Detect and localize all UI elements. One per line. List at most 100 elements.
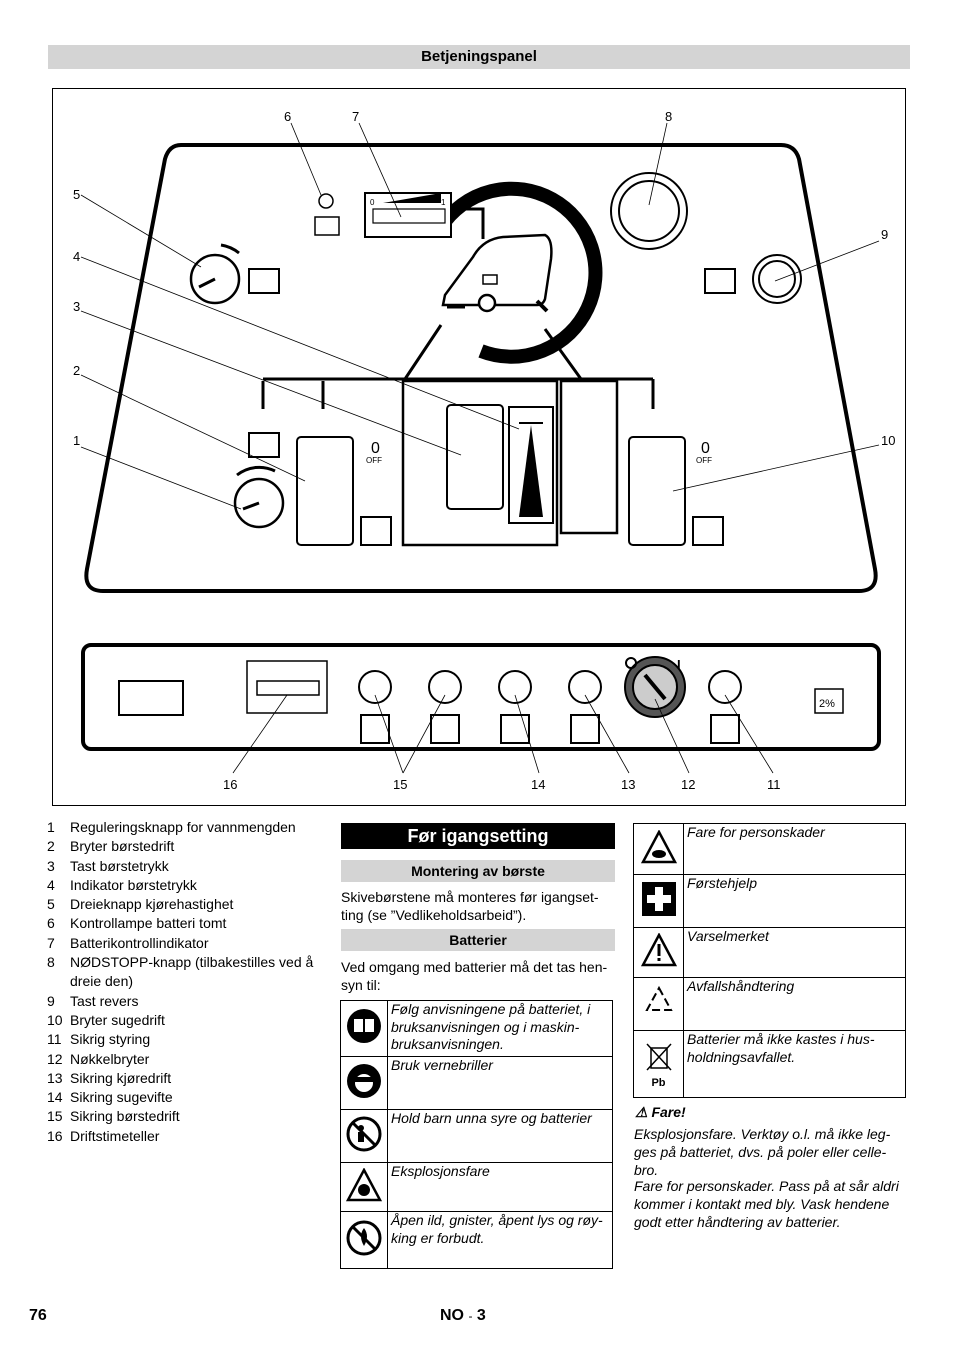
callout-12: 12	[681, 777, 695, 792]
svg-text:2%: 2%	[819, 698, 835, 710]
legend-item: 16 Driftstimeteller	[47, 1127, 337, 1146]
legend-number: 10	[47, 1011, 63, 1028]
legend-text: Bryter sugedrift	[70, 1011, 165, 1028]
legend-item: 14 Sikring sugevifte	[47, 1088, 337, 1107]
machine-icon	[441, 233, 553, 313]
legend-number: 7	[47, 934, 55, 951]
svg-text:1: 1	[441, 198, 446, 207]
legend-number: 16	[47, 1127, 63, 1144]
legend-item: 6 Kontrollampe batteri tomt	[47, 914, 337, 933]
batteries-text: Ved omgang med batterier må det tas hen-…	[341, 959, 608, 993]
subheading-batteries: Batterier	[341, 929, 615, 951]
legend-item: 1 Reguleringsknapp for vannmengden	[47, 818, 337, 837]
legend-number: 3	[47, 857, 55, 874]
svg-text:0: 0	[701, 440, 710, 457]
legend-item: 5 Dreieknapp kjørehastighet	[47, 895, 337, 914]
callout-2: 2	[73, 363, 80, 378]
legend-item: 13 Sikring kjøredrift	[47, 1069, 337, 1088]
legend-text: Nøkkelbryter	[70, 1050, 150, 1067]
legend-number: 15	[47, 1108, 63, 1125]
keep-children-away-icon	[346, 1116, 382, 1151]
legend-text: Tast børstetrykk	[70, 857, 169, 874]
no-fire-icon	[346, 1220, 382, 1255]
control-panel-diagram: 0 1 0 OFF	[73, 109, 895, 792]
legend-text: Dreieknapp kjørehastighet	[70, 896, 234, 913]
brush-text: Skivebørstene må monteres før igangset-t…	[341, 889, 599, 923]
legend-text: Tast revers	[70, 992, 139, 1009]
legend-item: 10 Bryter sugedrift	[47, 1011, 337, 1030]
section-header: Betjeningspanel	[48, 45, 910, 69]
svg-text:0: 0	[371, 440, 380, 457]
manual-icon	[347, 1009, 381, 1043]
control-panel-figure: 0 1 0 OFF	[52, 88, 906, 806]
goggles-icon	[347, 1063, 381, 1098]
callout-1: 1	[73, 433, 80, 448]
callout-3: 3	[73, 299, 80, 314]
callout-14: 14	[531, 777, 545, 792]
section-title: Før igangsetting	[341, 823, 615, 849]
legend-number: 8	[47, 954, 55, 971]
callout-6: 6	[284, 109, 291, 124]
svg-text:OFF: OFF	[366, 456, 382, 465]
explosion-icon	[345, 1166, 383, 1201]
callout-11: 11	[767, 777, 781, 792]
legend-item: 15 Sikring børstedrift	[47, 1107, 337, 1126]
legend-item: 2 Bryter børstedrift	[47, 837, 337, 856]
svg-text:0: 0	[370, 198, 375, 207]
danger-text-2: Fare for personskader. Pass på at sår al…	[634, 1178, 899, 1230]
first-aid-icon	[641, 881, 676, 916]
legend-text: Sikring børstedrift	[70, 1108, 180, 1125]
callout-10: 10	[881, 433, 895, 448]
legend-text: Bryter børstedrift	[70, 838, 175, 855]
danger-text-1: Eksplosjonsfare. Verktøy o.l. må ikke le…	[634, 1126, 891, 1178]
no-bin-icon	[645, 1042, 672, 1071]
legend-text: Sikrig styring	[70, 1031, 151, 1048]
legend-number: 14	[47, 1089, 63, 1106]
warning-triangle-icon: ⚠	[635, 1104, 648, 1120]
callout-13: 13	[621, 777, 635, 792]
section-header-title: Betjeningspanel	[421, 48, 537, 65]
legend-number: 11	[47, 1031, 62, 1048]
legend-text: Sikring kjøredrift	[70, 1069, 172, 1086]
legend-number: 4	[47, 876, 55, 893]
legend-number: 6	[47, 915, 55, 932]
callout-15: 15	[393, 777, 407, 792]
recycle-icon	[644, 985, 673, 1011]
callout-9: 9	[881, 227, 888, 242]
svg-text:OFF: OFF	[696, 456, 712, 465]
legend-text: Batterikontrollindikator	[70, 934, 209, 951]
legend-number: 9	[47, 992, 55, 1009]
callout-8: 8	[665, 109, 672, 124]
legend-text: Indikator børstetrykk	[70, 876, 197, 893]
legend-number: 5	[47, 896, 55, 913]
legend-item: 11 Sikrig styring	[47, 1030, 337, 1049]
callout-5: 5	[73, 187, 80, 202]
hazard-symbol-table: Fare for personskader Førstehjelp Varsel…	[633, 823, 906, 1098]
legend-text: Sikring sugevifte	[70, 1089, 173, 1106]
legend-item: 12 Nøkkelbryter	[47, 1050, 337, 1069]
legend-text: NØDSTOPP-knapp (tilbakestilles ved å dre…	[70, 954, 314, 990]
pb-label: Pb	[651, 1076, 666, 1089]
warning-icon	[640, 932, 677, 967]
callout-16: 16	[223, 777, 237, 792]
legend-item: 4 Indikator børstetrykk	[47, 876, 337, 895]
legend-number: 2	[47, 838, 55, 855]
svg-text:I: I	[677, 657, 681, 672]
legend-number: 13	[47, 1069, 63, 1086]
legend-text: Kontrollampe batteri tomt	[70, 915, 227, 932]
legend-number: 12	[47, 1050, 63, 1067]
battery-symbol-table: Følg anvisningene på batteriet, i bruksa…	[340, 1000, 613, 1269]
callout-7: 7	[352, 109, 359, 124]
legend-item: 3 Tast børstetrykk	[47, 857, 337, 876]
subheading-brush: Montering av børste	[341, 860, 615, 882]
callout-numbers: 1 2 3 4 5 6 7 8 9 10 11 12 13 14 15 16	[73, 109, 895, 792]
language-code: NO - 3	[440, 1307, 486, 1324]
corrosive-hazard-icon	[640, 828, 677, 863]
legend-item: 8 NØDSTOPP-knapp (tilbakestilles ved å dr…	[47, 953, 337, 992]
legend-number: 1	[47, 819, 55, 835]
legend-item: 9 Tast revers	[47, 992, 337, 1011]
legend-text: Driftstimeteller	[70, 1127, 160, 1144]
page-number: 76	[29, 1307, 47, 1324]
legend-text: Reguleringsknapp for vannmengden	[70, 819, 296, 835]
